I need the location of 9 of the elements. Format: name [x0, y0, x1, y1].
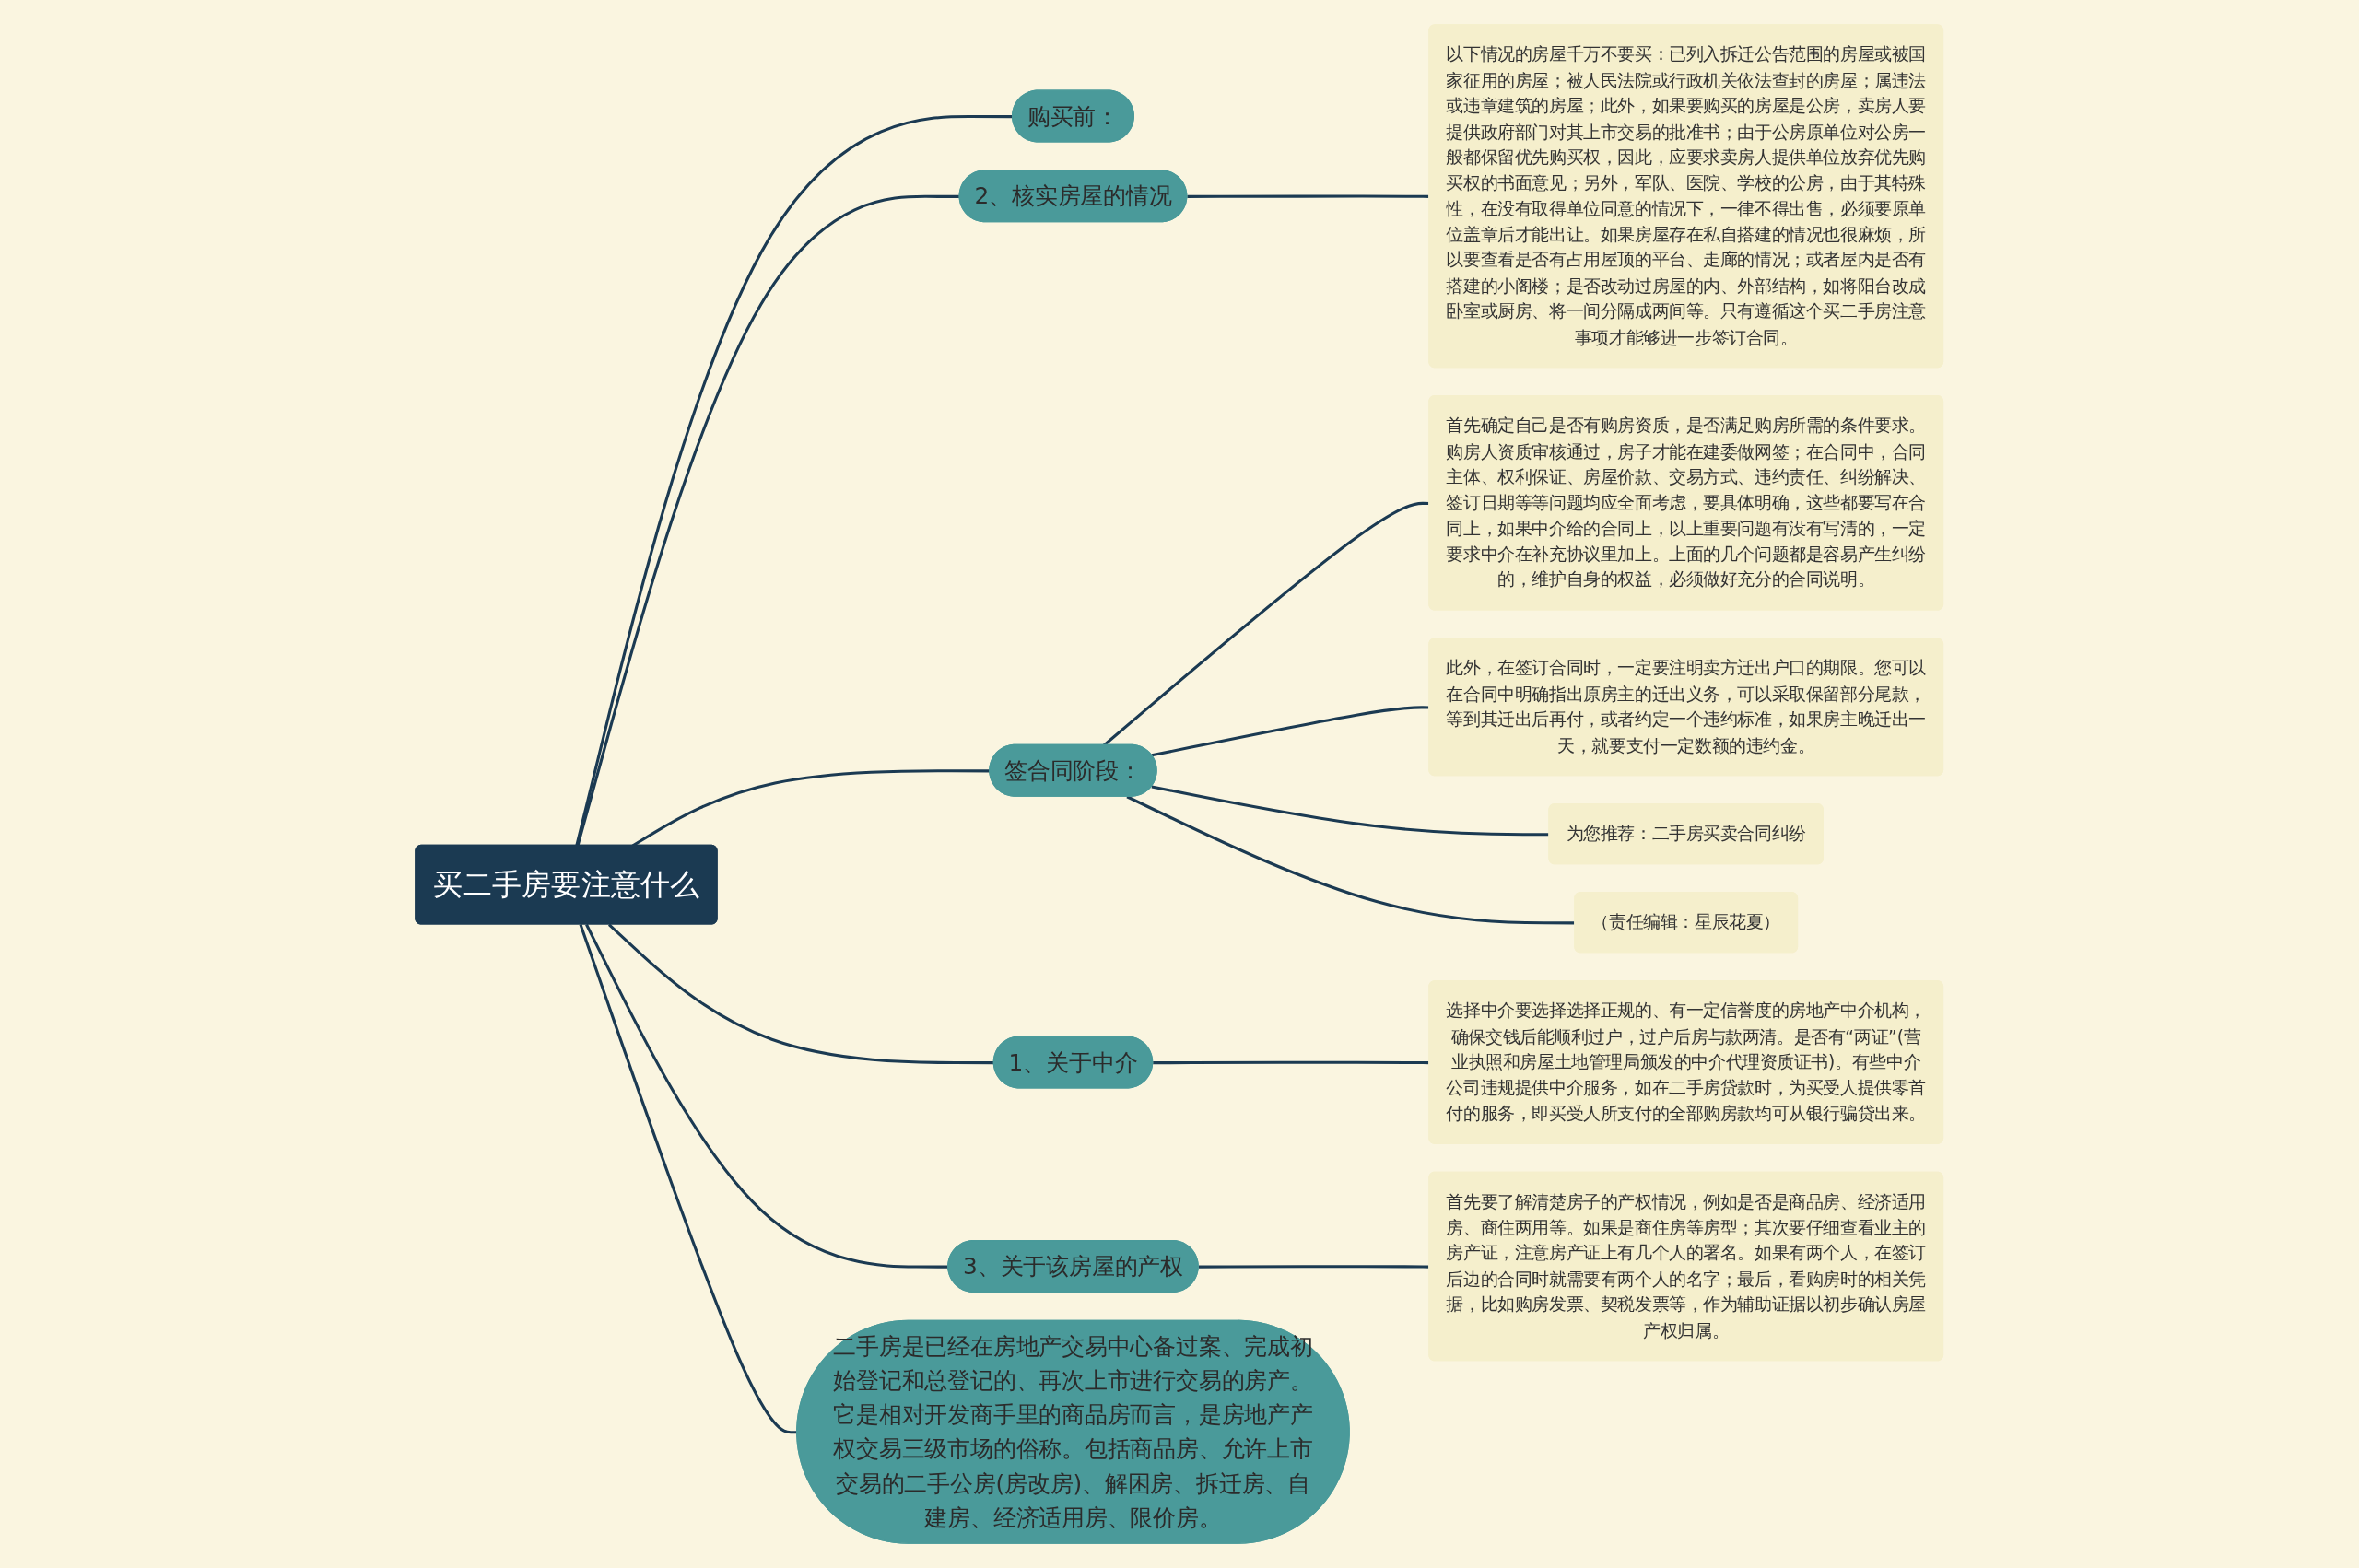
connector: [585, 923, 949, 1269]
connector: [1153, 1060, 1430, 1065]
connector: [1151, 785, 1550, 837]
connector: [1126, 795, 1576, 925]
connector: [575, 115, 1014, 847]
connector: [1199, 1265, 1430, 1269]
connector: [1187, 194, 1430, 198]
connector: [579, 924, 798, 1434]
connector: [1151, 706, 1430, 757]
